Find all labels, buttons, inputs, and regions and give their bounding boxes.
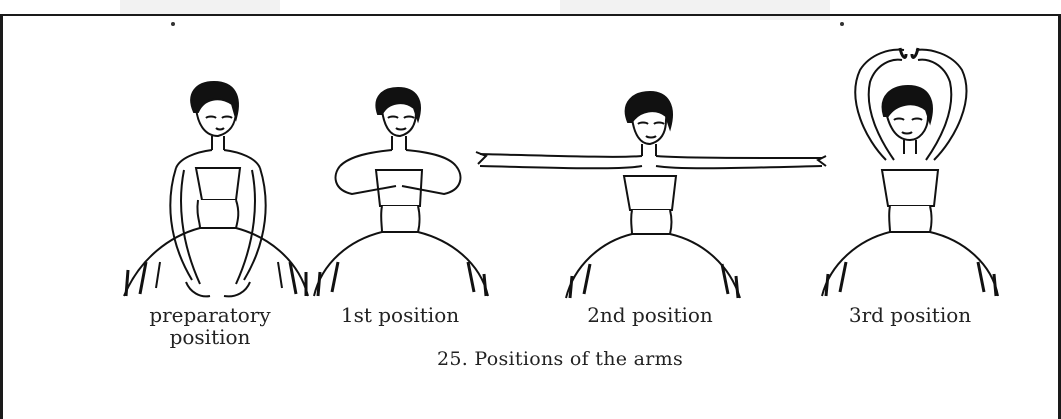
figure-label-third: 3rd position [820, 304, 1000, 326]
figure-label-line: position [120, 326, 300, 348]
figure-label-line: 1st position [320, 304, 480, 326]
figure-label-line: 2nd position [560, 304, 740, 326]
figure-label-line: 3rd position [820, 304, 1000, 326]
figure-label-line: preparatory [120, 304, 300, 326]
figure-caption: 25. Positions of the arms [420, 348, 700, 370]
figure-label-second: 2nd position [560, 304, 740, 326]
figure-label-preparatory: preparatory position [120, 304, 300, 348]
figure-label-first: 1st position [320, 304, 480, 326]
